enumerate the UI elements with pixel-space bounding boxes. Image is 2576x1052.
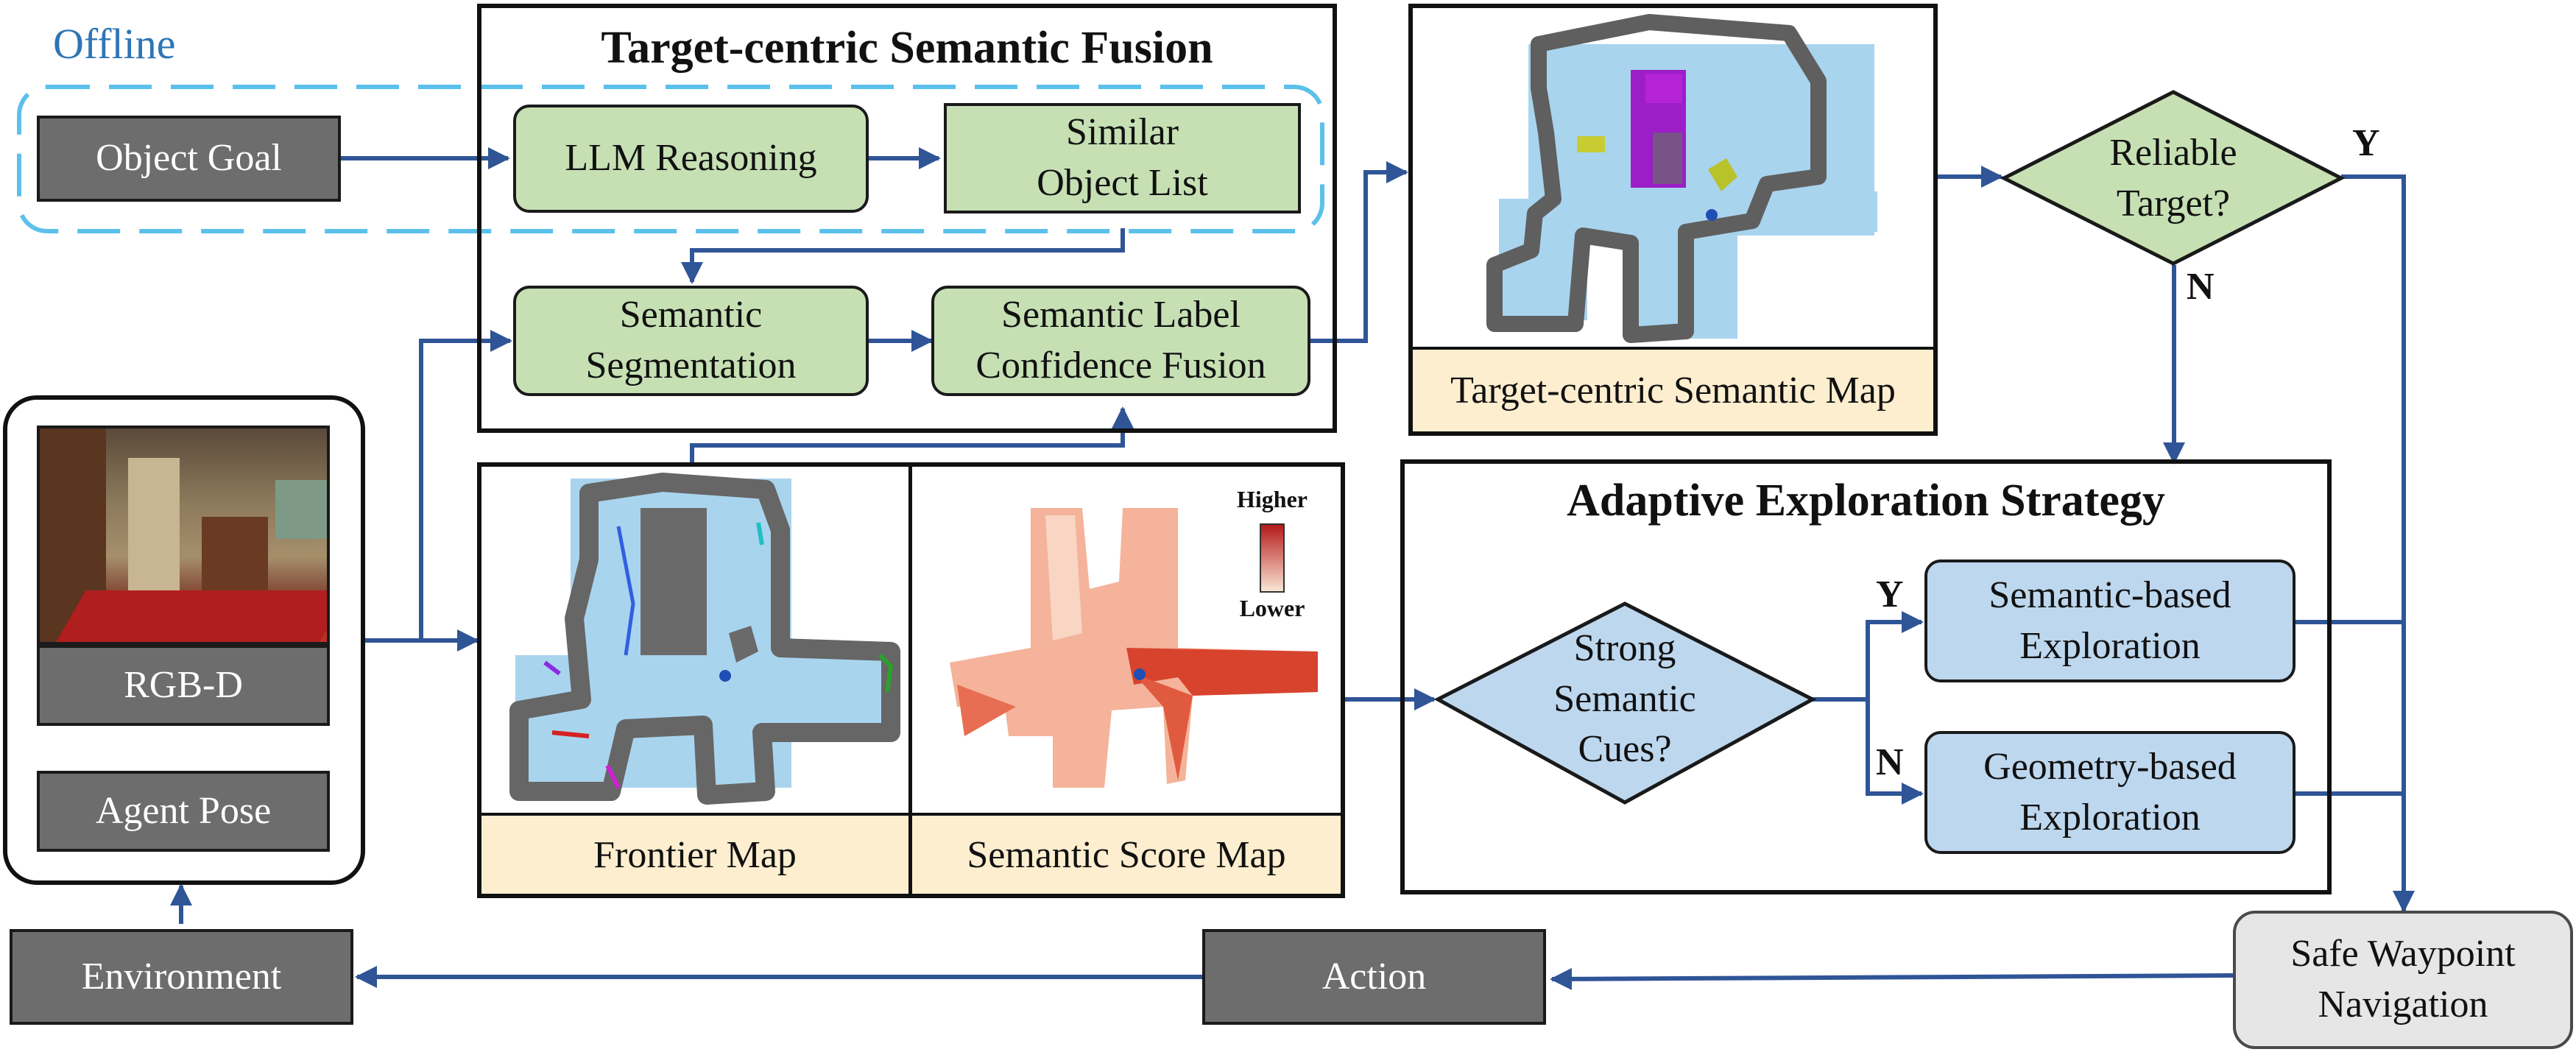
target-map-frame [1408, 4, 1938, 436]
arrow-confidence-to-map [1310, 161, 1408, 343]
geometry-exploration-box: Geometry-based Exploration [1924, 731, 2296, 854]
reliable-no-label: N [2187, 266, 2215, 308]
similar-object-list-box: Similar Object List [944, 103, 1301, 213]
rgbd-photo [37, 426, 330, 645]
agent-sensors-frame [3, 395, 365, 885]
object-goal-box: Object Goal [37, 116, 341, 202]
strong-semantic-label: Strong Semantic Cues? [1553, 627, 1696, 771]
frontier-map-image [509, 473, 900, 805]
adaptive-title: Adaptive Exploration Strategy [1567, 476, 2165, 526]
maps-divider [908, 462, 912, 898]
reliable-target-label: Reliable Target? [2109, 131, 2237, 225]
rgbd-box: RGB-D [37, 645, 330, 726]
reliable-target-diamond [2000, 90, 2346, 266]
arrow-nav-to-action [1550, 967, 2235, 990]
offline-label: Offline [53, 20, 176, 68]
safe-waypoint-navigation-box: Safe Waypoint Navigation [2233, 911, 2573, 1049]
environment-box: Environment [10, 929, 353, 1025]
score-map-caption: Semantic Score Map [912, 813, 1341, 894]
reliable-yes-label: Y [2352, 122, 2380, 164]
arrow-maps-to-fusion-a [690, 406, 1134, 462]
target-map-caption: Target-centric Semantic Map [1413, 347, 1933, 431]
arrow-reliable-yes [2341, 174, 2415, 913]
llm-reasoning-box: LLM Reasoning [513, 105, 869, 213]
arrows [170, 147, 2415, 990]
adaptive-frame [1400, 459, 2332, 894]
semantic-map-image [1486, 14, 1877, 343]
semantic-exploration-box: Semantic-based Exploration [1924, 559, 2296, 682]
agent-pose-box: Agent Pose [37, 771, 330, 852]
arrow-similar-to-segmentation [681, 228, 1125, 284]
arrow-rgbd-split [365, 330, 512, 643]
confidence-fusion-box: Semantic Label Confidence Fusion [931, 286, 1310, 396]
strong-no-label: N [1876, 741, 1904, 783]
semantic-score-map-image [950, 508, 1318, 788]
score-lower-label: Lower [1239, 595, 1305, 621]
fusion-frame [477, 4, 1337, 433]
arrow-strong-to-semantic [1813, 611, 1924, 702]
score-higher-label: Higher [1237, 486, 1308, 512]
offline-region [17, 85, 1324, 233]
strong-yes-label: Y [1876, 573, 1904, 615]
semantic-segmentation-box: Semantic Segmentation [513, 286, 869, 396]
frontier-map-caption: Frontier Map [481, 813, 908, 894]
strong-semantic-diamond [1433, 601, 1817, 805]
fusion-title: Target-centric Semantic Fusion [601, 23, 1213, 73]
arrow-strong-to-geometry [1866, 699, 1924, 805]
action-box: Action [1202, 929, 1546, 1025]
